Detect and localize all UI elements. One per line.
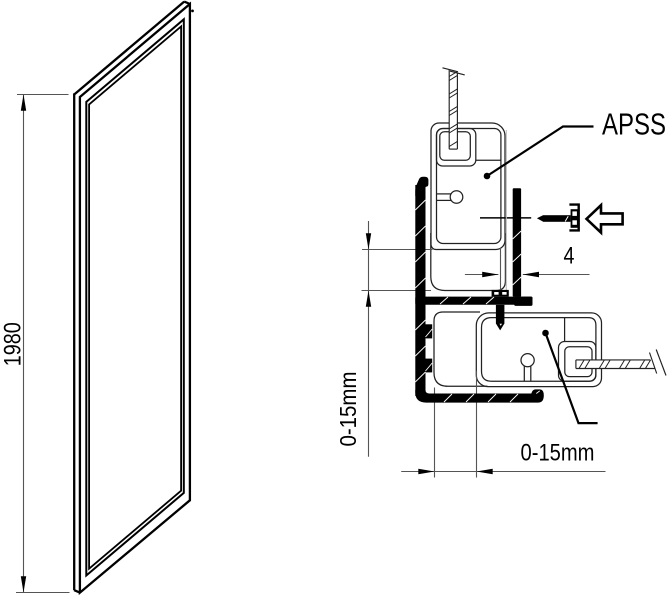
svg-text:0-15mm: 0-15mm — [521, 440, 595, 467]
svg-text:APSS: APSS — [602, 107, 666, 142]
svg-text:4: 4 — [564, 242, 575, 269]
svg-text:0-15mm: 0-15mm — [335, 372, 361, 447]
svg-text:1980: 1980 — [0, 322, 27, 366]
